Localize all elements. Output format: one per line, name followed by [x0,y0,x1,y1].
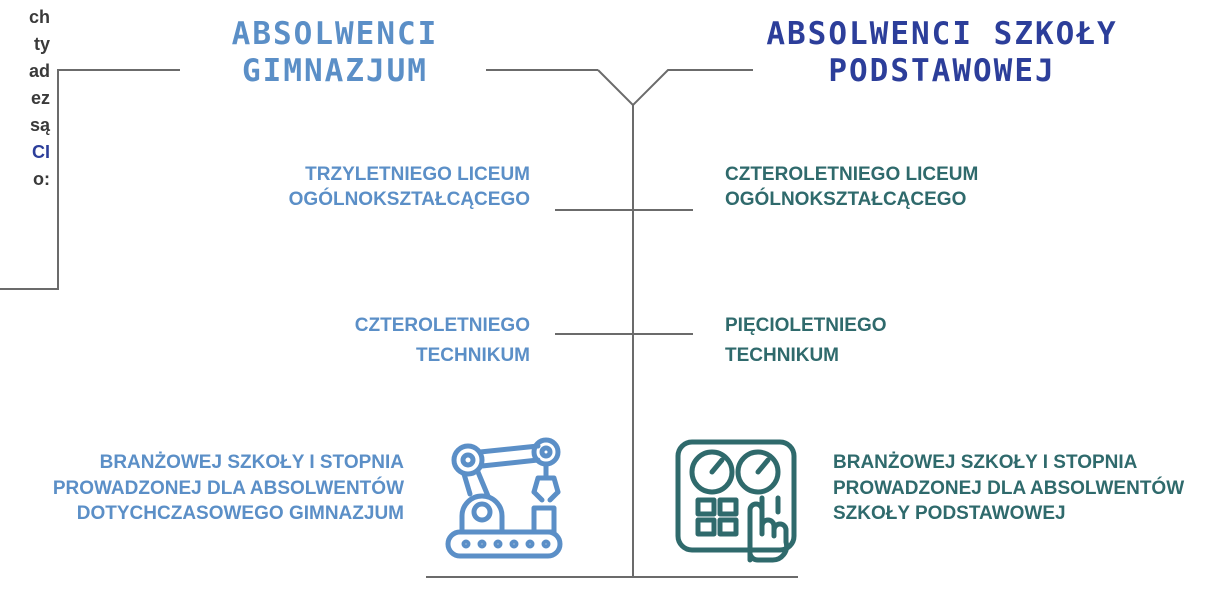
left-branzowa-label: BRANŻOWEJ SZKOŁY I STOPNIA PROWADZONEJ D… [52,452,404,525]
intro-text: ch ty ad ez są CI o: [0,4,50,193]
heading-gimnazjum: ABSOLWENCI GIMNAZJUM [231,16,439,90]
left-technikum-label: CZTEROLETNIEGO TECHNIKUM [354,315,530,367]
intro-bracket-line [0,69,180,290]
intro-line: ch [28,7,50,27]
right-liceum-label: CZTEROLETNIEGO LICEUM OGÓLNOKSZTAŁCĄCEGO [725,164,979,210]
fork-left [597,69,634,577]
intro-line: są [29,115,50,135]
intro-line: o: [33,169,50,189]
left-liceum-label: TRZYLETNIEGO LICEUM OGÓLNOKSZTAŁCĄCEGO [288,164,530,210]
control-panel-icon [675,439,797,563]
intro-line: ad [28,61,50,81]
intro-line-highlight: CI [32,142,50,162]
heading-szkola-podstawowa: ABSOLWENCI SZKOŁY PODSTAWOWEJ [766,16,1118,90]
intro-line: ty [33,34,50,54]
robot-arm-icon [445,437,563,559]
intro-line: ez [30,88,50,108]
right-branzowa-label: BRANŻOWEJ SZKOŁY I STOPNIA PROWADZONEJ D… [833,452,1185,525]
fork-right [632,69,753,106]
right-technikum-label: PIĘCIOLETNIEGO TECHNIKUM [725,315,887,367]
